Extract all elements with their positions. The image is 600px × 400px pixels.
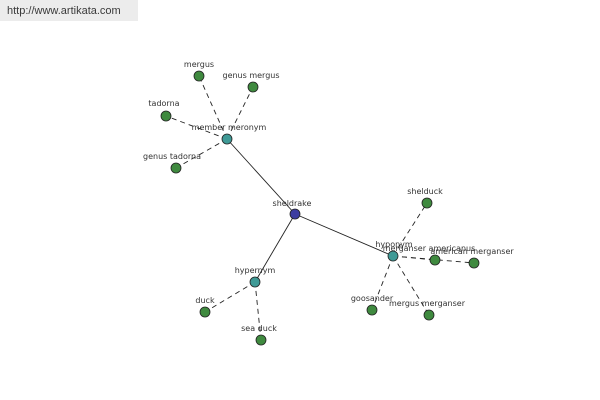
relation-node-hypernym-right[interactable] — [387, 250, 399, 262]
graph-labels: sheldrake member meronym mergus genus mergu… — [143, 60, 514, 333]
leaf-label-shelduck[interactable]: shelduck — [407, 187, 443, 196]
edge-hypernym-left — [254, 213, 296, 283]
edge-sea-duck — [254, 281, 262, 341]
leaf-node-duck[interactable] — [199, 306, 211, 318]
edge-tadorna — [165, 115, 228, 140]
edge-mergus — [198, 75, 228, 140]
edge-duck — [204, 281, 256, 313]
relation-label-member-meronym[interactable]: member meronym — [192, 123, 267, 132]
leaf-label-genus-tadorna[interactable]: genus tadorna — [143, 152, 201, 161]
leaf-label-mergus[interactable]: mergus — [184, 60, 214, 69]
relation-label-hypernym-right[interactable]: hyponym — [375, 240, 413, 249]
leaf-node-shelduck[interactable] — [421, 197, 433, 209]
graph-edges — [165, 75, 475, 341]
leaf-node-sea-duck[interactable] — [255, 334, 267, 346]
edge-mergus-merganser — [392, 255, 430, 316]
center-node[interactable] — [289, 208, 301, 220]
edge-extra — [392, 255, 436, 261]
leaf-node-extra[interactable] — [429, 254, 441, 266]
edge-member-meronym — [226, 138, 296, 215]
edge-hypernym-right — [294, 213, 394, 257]
leaf-node-genus-tadorna[interactable] — [170, 162, 182, 174]
leaf-label-tadorna[interactable]: tadorna — [148, 99, 179, 108]
edge-genus-tadorna — [175, 138, 228, 169]
relation-node-hypernym-left[interactable] — [249, 276, 261, 288]
leaf-node-genus-mergus[interactable] — [247, 81, 259, 93]
leaf-node-mergus[interactable] — [193, 70, 205, 82]
relation-label-hypernym-left[interactable]: hypernym — [235, 266, 276, 275]
leaf-label-genus-mergus[interactable]: genus mergus — [222, 71, 279, 80]
edge-shelduck — [392, 202, 428, 257]
relation-overlay-label[interactable]: merganser americanus — [383, 244, 476, 253]
graph-nodes — [160, 70, 480, 346]
leaf-label-mergus-merganser[interactable]: mergus merganser — [389, 299, 466, 308]
relation-node-member-meronym[interactable] — [221, 133, 233, 145]
center-label[interactable]: sheldrake — [273, 199, 312, 208]
source-url[interactable]: http://www.artikata.com — [0, 0, 138, 21]
edge-goosander — [371, 255, 394, 311]
leaf-label-american-merganser[interactable]: american merganser — [430, 247, 514, 256]
leaf-label-duck[interactable]: duck — [195, 296, 215, 305]
edge-genus-mergus — [226, 86, 254, 140]
leaf-node-tadorna[interactable] — [160, 110, 172, 122]
leaf-node-mergus-merganser[interactable] — [423, 309, 435, 321]
leaf-node-american-merganser[interactable] — [468, 257, 480, 269]
leaf-label-goosander[interactable]: goosander — [351, 294, 394, 303]
leaf-node-goosander[interactable] — [366, 304, 378, 316]
leaf-label-sea-duck[interactable]: sea duck — [241, 324, 277, 333]
